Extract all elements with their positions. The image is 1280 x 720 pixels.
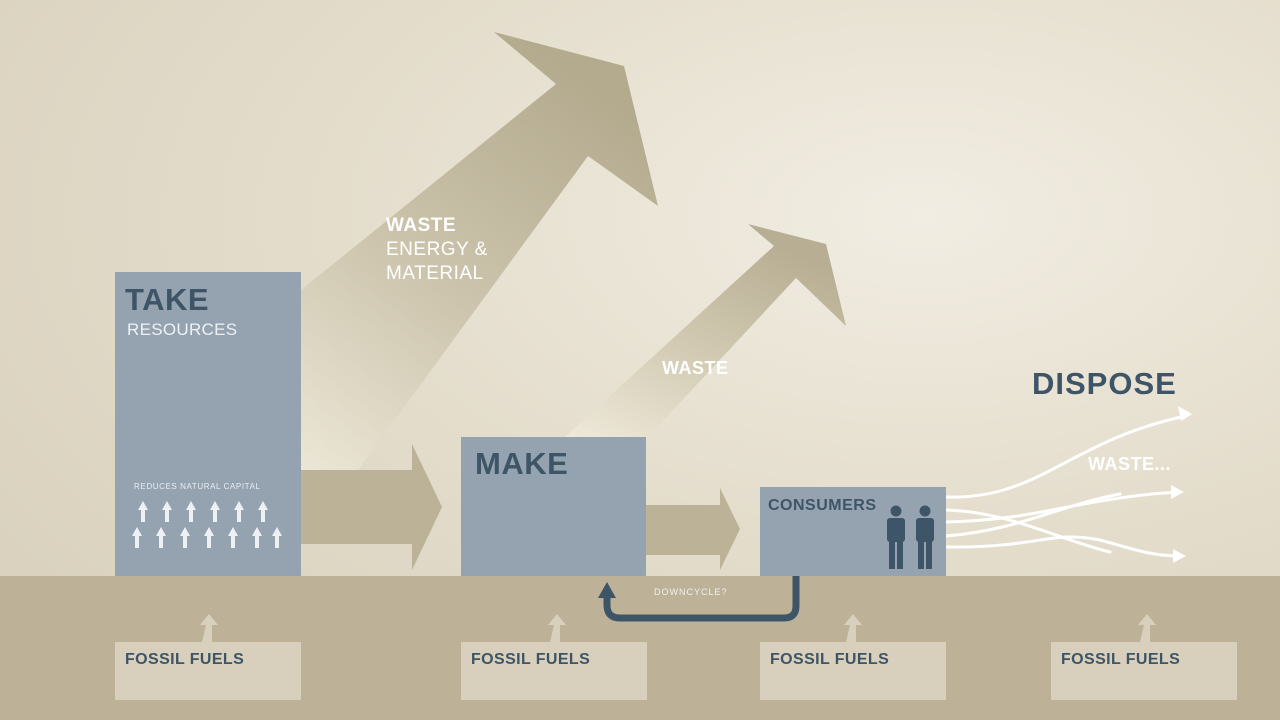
fossil-fuels-label: FOSSIL FUELS xyxy=(1061,651,1181,668)
take-subtitle: RESOURCES xyxy=(127,320,238,339)
downcycle-label: DOWNCYCLE? xyxy=(654,587,728,597)
waste-label: WASTE xyxy=(662,358,729,378)
fossil-up-arrows xyxy=(200,614,1156,642)
fossil-fuels-box-2: FOSSIL FUELS xyxy=(461,642,647,700)
downcycle-arrowhead xyxy=(598,582,616,598)
waste-energy-arrow xyxy=(301,32,658,470)
take-to-make-arrow xyxy=(301,444,442,570)
fossil-fuels-label: FOSSIL FUELS xyxy=(471,651,591,668)
make-box xyxy=(461,437,646,576)
waste-energy-line1: WASTE xyxy=(386,215,457,236)
fossil-fuels-box-1: FOSSIL FUELS xyxy=(115,642,301,700)
dispose-arrowhead-bottom xyxy=(1173,549,1186,563)
dispose-arrows xyxy=(944,414,1188,558)
take-note: REDUCES NATURAL CAPITAL xyxy=(134,482,261,491)
waste-energy-line3: MATERIAL xyxy=(386,263,484,284)
downcycle-arrow xyxy=(603,576,800,622)
fossil-fuels-box-4: FOSSIL FUELS xyxy=(1051,642,1237,700)
fossil-fuels-box-3: FOSSIL FUELS xyxy=(760,642,946,700)
consumers-box xyxy=(760,487,946,576)
dispose-waste-label: WASTE... xyxy=(1088,454,1172,474)
make-to-consumers-arrow xyxy=(646,488,740,570)
take-title: TAKE xyxy=(125,282,210,317)
dispose-arrowhead-mid xyxy=(1171,485,1184,499)
make-title: MAKE xyxy=(475,446,569,481)
dispose-arrowhead-top xyxy=(1178,406,1192,421)
take-box xyxy=(115,272,301,576)
consumers-title: CONSUMERS xyxy=(768,497,877,514)
dispose-title: DISPOSE xyxy=(1032,366,1177,401)
resource-up-arrows-icon xyxy=(132,501,282,548)
people-icon xyxy=(887,505,934,569)
fossil-fuels-label: FOSSIL FUELS xyxy=(770,651,890,668)
waste-arrow xyxy=(565,224,846,437)
waste-energy-label: WASTE ENERGY & MATERIAL xyxy=(386,214,488,286)
waste-energy-line2: ENERGY & xyxy=(386,239,488,260)
fossil-fuels-label: FOSSIL FUELS xyxy=(125,651,245,668)
